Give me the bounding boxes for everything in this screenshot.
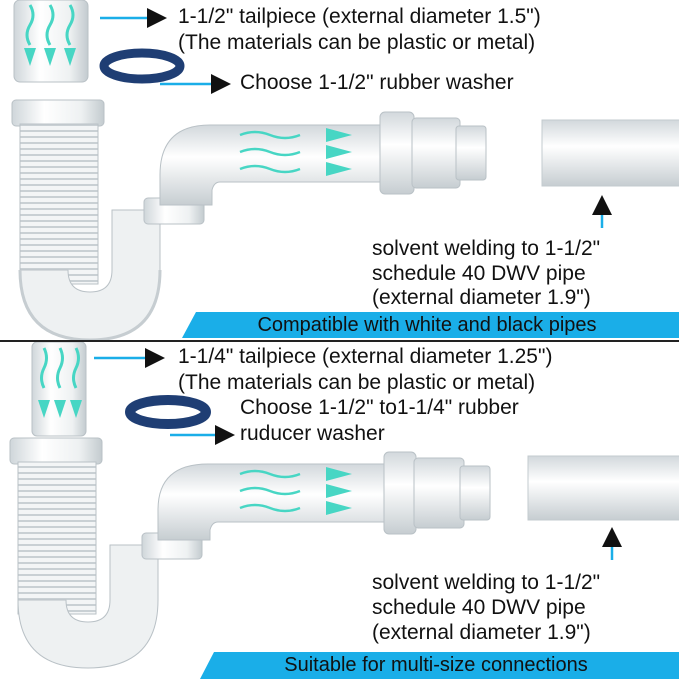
top-tailpiece-label-line1: 1-1/2" tailpiece (external diameter 1.5"… [178, 5, 541, 28]
bottom-washer-label-line1: Choose 1-1/2" to1-1/4" rubber [240, 396, 519, 419]
rubber-washer-icon [99, 48, 185, 84]
bottom-banner-text: Suitable for multi-size connections [284, 654, 588, 676]
panel-divider [0, 340, 679, 342]
flow-arrow-icon [239, 128, 352, 176]
tailpiece-pipe-icon [31, 341, 87, 437]
p-trap-icon [11, 99, 487, 342]
bottom-panel-art [9, 341, 679, 679]
bottom-banner-shape [200, 652, 679, 679]
rubber-washer-icon [125, 395, 211, 429]
top-welding-label-line2: schedule 40 DWV pipe [372, 262, 586, 285]
top-banner-text: Compatible with white and black pipes [257, 313, 597, 336]
bottom-tailpiece-label-line2: (The materials can be plastic or metal) [178, 371, 536, 394]
bottom-welding-label-line2: schedule 40 DWV pipe [372, 596, 586, 619]
dwv-pipe-icon [541, 119, 679, 187]
flow-arrow-icon [239, 467, 352, 515]
top-welding-label-line3: (external diameter 1.9") [372, 286, 591, 309]
bottom-welding-label-line1: solvent welding to 1-1/2" [372, 571, 601, 594]
top-washer-label: Choose 1-1/2" rubber washer [240, 71, 514, 94]
top-panel-art [11, 0, 679, 342]
tailpiece-pipe-icon [13, 0, 89, 83]
bottom-welding-label-line3: (external diameter 1.9") [372, 621, 591, 644]
top-banner-shape [182, 312, 679, 338]
top-tailpiece-label-line2: (The materials can be plastic or metal) [178, 31, 536, 54]
p-trap-icon [9, 437, 491, 669]
bottom-washer-label-line2: ruducer washer [240, 422, 385, 445]
top-welding-label-line1: solvent welding to 1-1/2" [372, 237, 601, 260]
bottom-tailpiece-label-line1: 1-1/4" tailpiece (external diameter 1.25… [178, 345, 553, 368]
dwv-pipe-icon [527, 455, 679, 521]
